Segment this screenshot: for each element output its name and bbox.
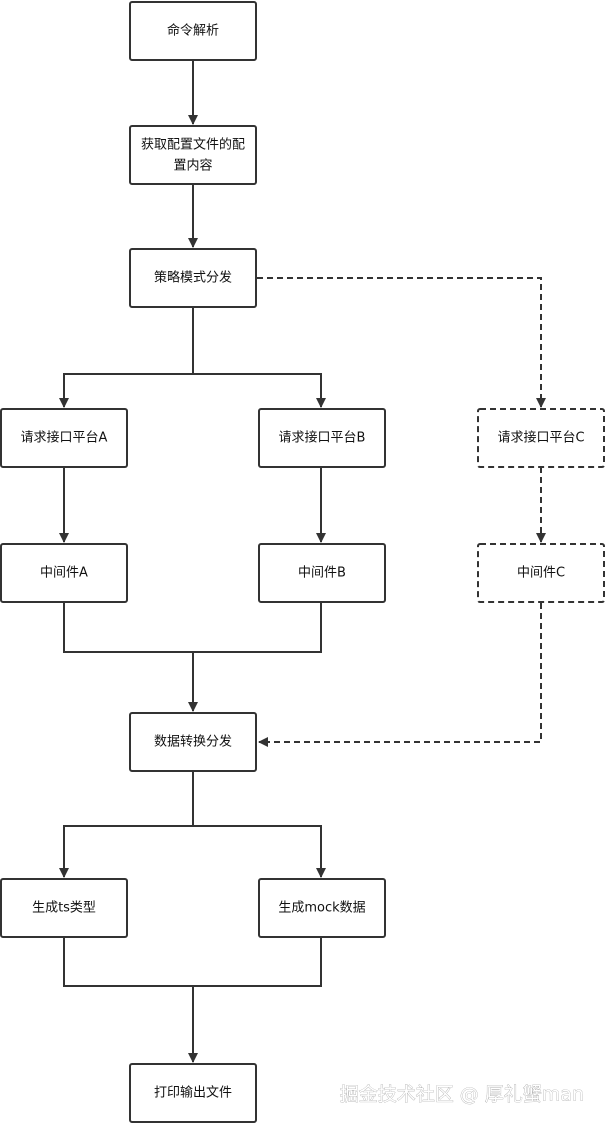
label-output: 打印输出文件	[154, 1085, 232, 1101]
node-gen-mock	[258, 878, 386, 938]
node-strategy	[129, 248, 257, 308]
node-gen-ts	[0, 878, 128, 938]
edge-strategy-to-platform-b	[193, 373, 326, 408]
connectors	[59, 60, 326, 1063]
label-platform-a: 请求接口平台A	[21, 430, 108, 446]
label-middleware-c: 中间件C	[517, 566, 565, 581]
node-transform	[129, 712, 257, 772]
dashed-connectors	[257, 277, 546, 747]
node-middleware-a	[0, 543, 128, 603]
node-config	[129, 125, 257, 185]
label-middleware-a: 中间件A	[40, 566, 88, 581]
node-platform-b	[258, 408, 386, 468]
node-platform-c	[477, 408, 605, 468]
label-platform-b: 请求接口平台B	[279, 430, 366, 446]
node-middleware-b	[258, 543, 386, 603]
label-strategy: 策略模式分发	[154, 270, 232, 286]
edge-strategy-to-platform-c	[257, 277, 546, 408]
edge-gen-merge	[63, 938, 322, 987]
edge-middleware-merge	[63, 603, 322, 653]
label-middleware-b: 中间件B	[298, 566, 346, 581]
watermark-text: 掘金技术社区 @ 厚礼蟹man	[340, 1084, 584, 1106]
edge-middleware-c-to-transform	[258, 603, 542, 747]
label-parse: 命令解析	[167, 23, 219, 39]
label-config-line2: 置内容	[173, 158, 212, 174]
node-parse	[129, 1, 257, 61]
edge-strategy-to-platform-a	[59, 308, 194, 408]
label-gen-ts: 生成ts类型	[32, 901, 96, 916]
edge-transform-to-gen-mock	[193, 825, 326, 878]
label-platform-c: 请求接口平台C	[497, 430, 584, 446]
edge-transform-to-gen-ts	[59, 772, 194, 878]
label-gen-mock: 生成mock数据	[278, 901, 365, 916]
node-platform-a	[0, 408, 128, 468]
node-output	[129, 1063, 257, 1123]
label-transform: 数据转换分发	[154, 734, 232, 750]
node-middleware-c	[477, 543, 605, 603]
label-config-line1: 获取配置文件的配	[141, 137, 245, 153]
